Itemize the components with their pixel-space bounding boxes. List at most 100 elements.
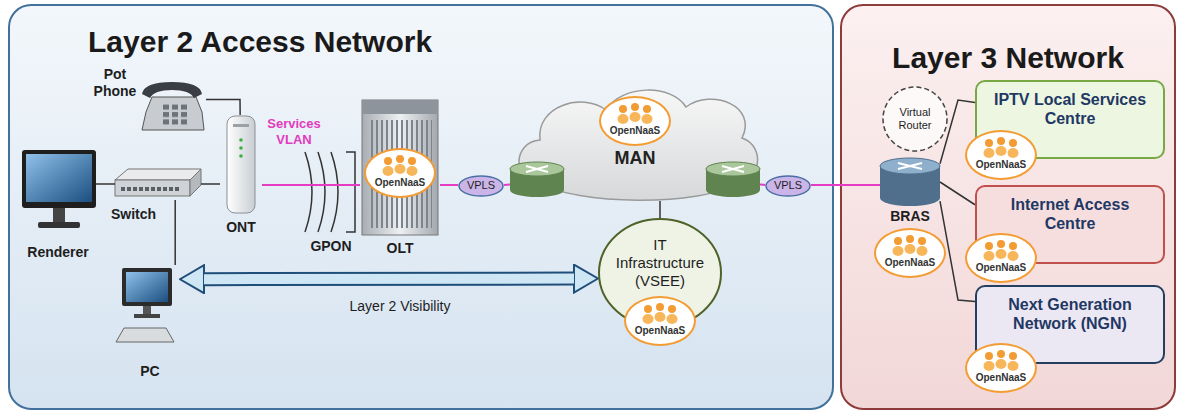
- pc-icon-part: [134, 314, 160, 318]
- device-label: ONT: [214, 219, 268, 236]
- renderer-icon-part: [26, 154, 92, 202]
- ont-icon: [227, 116, 255, 213]
- bras-router-icon-part: [880, 190, 940, 206]
- node-label: Virtual Router: [882, 86, 948, 152]
- router-icon-part: [706, 162, 760, 176]
- device-label: Renderer: [14, 244, 102, 261]
- logo-icon-part: [395, 164, 406, 174]
- logo-icon-part: [643, 314, 654, 324]
- logo-icon-part: [984, 361, 995, 371]
- virtual-router: Virtual Router: [882, 86, 948, 152]
- logo-icon-part: [996, 249, 1007, 259]
- pc-icon-part: [143, 306, 151, 314]
- link-path: [440, 184, 458, 186]
- gpon-bracket-part: [318, 152, 325, 232]
- opennaas-logo: OpenNaaS: [599, 96, 671, 146]
- gpon-bracket-part: [346, 152, 355, 232]
- logo-icon-part: [984, 148, 995, 158]
- region-title: Layer 3 Network: [850, 40, 1166, 76]
- ont-icon-part: [239, 146, 243, 150]
- link-path: [760, 183, 765, 186]
- link-path: [174, 200, 176, 265]
- logo-icon-part: [408, 157, 416, 165]
- ellipse-label: IT Infrastructure (VSEE): [608, 236, 712, 290]
- box-title: Internet Access Centre: [985, 195, 1155, 233]
- opennaas-logo: OpenNaaS: [965, 343, 1037, 393]
- vpls-tag-outline-part: [766, 176, 810, 196]
- link-line: [811, 184, 880, 185]
- logo-icon: [640, 302, 680, 324]
- ont-icon-part: [239, 154, 243, 158]
- link-path: [940, 182, 975, 205]
- logo-icon-part: [985, 352, 993, 360]
- vpls-tag: VPLS: [765, 175, 811, 197]
- logo-icon-part: [1009, 242, 1017, 250]
- logo-icon: [981, 349, 1021, 371]
- logo-icon-part: [996, 146, 1007, 156]
- logo-icon: [890, 234, 930, 256]
- logo-text: OpenNaaS: [601, 125, 669, 136]
- gpon-bracket-part: [331, 152, 338, 232]
- phone-icon-part: [142, 97, 204, 130]
- logo-icon-part: [667, 314, 678, 324]
- logo-icon-part: [655, 312, 666, 322]
- it-infrastructure: IT Infrastructure (VSEE)OpenNaaS: [598, 218, 722, 328]
- logo-icon-part: [1009, 139, 1017, 147]
- logo-icon-part: [631, 103, 639, 111]
- olt-rack-part: [362, 100, 438, 235]
- logo-icon-part: [1008, 361, 1019, 371]
- device-label: OLT: [360, 240, 440, 257]
- logo-icon-part: [997, 240, 1005, 248]
- pc-icon-part: [126, 272, 168, 302]
- edge-label: Services VLAN: [258, 116, 330, 147]
- logo-text: OpenNaaS: [626, 325, 694, 336]
- ont-icon-part: [233, 124, 249, 127]
- man-cloud: OpenNaaSMAN: [510, 82, 760, 210]
- link-line: [262, 185, 360, 186]
- link-line: [206, 100, 240, 116]
- link-line: [504, 184, 510, 186]
- link-line: [760, 184, 765, 186]
- bras-router-icon: [880, 158, 940, 206]
- gpon-bracket: [305, 152, 355, 232]
- part-label: GPON: [299, 238, 363, 255]
- switch-icon-part: [115, 169, 201, 180]
- phone-icon: [142, 82, 204, 130]
- logo-text: OpenNaaS: [876, 257, 944, 268]
- link-path: [659, 201, 661, 218]
- logo-icon-part: [996, 359, 1007, 369]
- pc-icon: [116, 268, 174, 342]
- logo-icon-part: [618, 114, 629, 124]
- region-title: Layer 2 Access Network: [88, 24, 508, 60]
- link-line: [96, 183, 115, 184]
- olt-rack-part: [362, 100, 438, 114]
- opennaas-logo: OpenNaaS: [965, 130, 1037, 180]
- node-label: VPLS: [765, 175, 811, 197]
- renderer-device: Renderer: [20, 148, 96, 240]
- logo-icon-part: [656, 303, 664, 311]
- bras-router-icon-part: [880, 158, 940, 174]
- vpls-tag-outline-part: [459, 176, 503, 196]
- renderer-icon-part: [53, 208, 65, 222]
- ont-device: ONT: [220, 115, 262, 215]
- logo-icon-part: [1008, 251, 1019, 261]
- logo-icon-part: [905, 244, 916, 254]
- logo-icon-part: [906, 235, 914, 243]
- phone-device: Pot Phone: [140, 82, 206, 132]
- link-line: [440, 184, 458, 185]
- link-path: [201, 183, 220, 185]
- logo-icon: [380, 154, 420, 176]
- logo-icon-part: [407, 166, 418, 176]
- gpon-bracket-part: [305, 152, 312, 232]
- logo-icon-part: [997, 350, 1005, 358]
- logo-icon-part: [1009, 352, 1017, 360]
- logo-icon-part: [997, 137, 1005, 145]
- logo-icon-part: [894, 237, 902, 245]
- logo-icon-part: [384, 157, 392, 165]
- logo-icon-part: [630, 112, 641, 122]
- virtual-router-outline-part: [883, 87, 947, 151]
- phone-icon-part: [160, 103, 187, 125]
- logo-icon-part: [918, 237, 926, 245]
- link-path: [262, 184, 360, 186]
